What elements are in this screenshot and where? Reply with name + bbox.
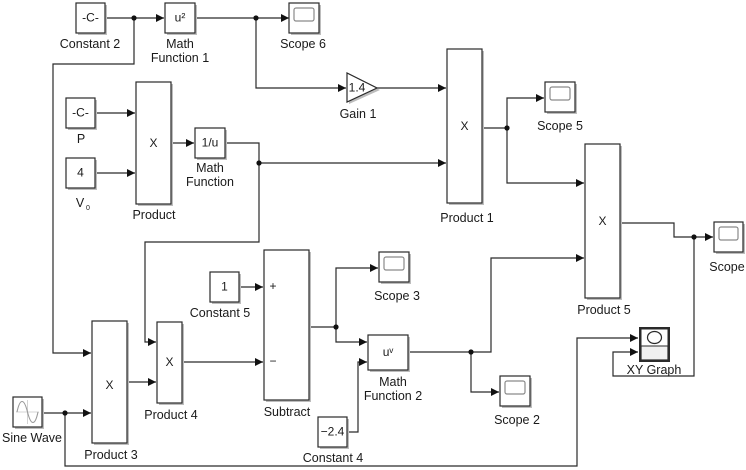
line-mathfunction1-gain1[interactable] (255, 18, 346, 92)
constant2-value: -C- (82, 11, 99, 25)
constant4-block[interactable]: −2.4 Constant 4 (303, 416, 364, 465)
scope5-label: Scope 5 (537, 119, 583, 133)
constant-v0-value: 4 (77, 166, 84, 180)
xy-graph-block[interactable]: XY Graph (627, 327, 682, 377)
branch-point (62, 410, 68, 416)
math-function2-label-line2: Function 2 (364, 389, 422, 403)
line-mathfunction2-product5[interactable] (408, 254, 584, 353)
scope-screen-icon (293, 7, 315, 22)
xy-graph-label: XY Graph (627, 363, 682, 377)
line-product1-scope5[interactable] (481, 94, 544, 129)
xy-graph-icon (646, 330, 663, 345)
scope-screen-icon (549, 86, 571, 101)
scope-block[interactable]: Scope (709, 221, 745, 274)
subtract-minus-port: − (269, 354, 276, 368)
constant-v0-label: V (76, 196, 85, 210)
product-label: Product (132, 208, 176, 222)
line-mathfunction-product1[interactable] (225, 142, 446, 167)
math-function-block[interactable]: 1/u Math Function (186, 127, 234, 189)
line-product5-scope[interactable] (619, 222, 713, 241)
scope6-block[interactable]: Scope 6 (280, 2, 326, 51)
scope-label: Scope (709, 260, 744, 274)
constant-p-value: -C- (72, 106, 89, 120)
constant-p-label: P (77, 132, 85, 146)
line-mathfunction-product4[interactable] (144, 163, 260, 346)
product3-block[interactable]: X Product 3 (84, 320, 138, 462)
scope2-block[interactable]: Scope 2 (494, 375, 540, 427)
branch-point (504, 125, 510, 131)
constant2-block[interactable]: -C- Constant 2 (60, 2, 121, 51)
branch-point (131, 15, 137, 21)
gain1-block[interactable]: 1.4 Gain 1 (340, 72, 380, 121)
product4-block[interactable]: X Product 4 (144, 321, 198, 422)
line-constant2-product3[interactable] (52, 18, 135, 357)
scope2-label: Scope 2 (494, 413, 540, 427)
product-block[interactable]: X Product (132, 81, 176, 222)
product4-glyph: X (165, 355, 173, 369)
math-function-glyph: 1/u (202, 136, 219, 150)
math-function-label-line2: Function (186, 175, 234, 189)
branch-points (62, 15, 697, 416)
branch-point (253, 15, 259, 21)
math-function-label-line1: Math (196, 161, 224, 175)
constant2-label: Constant 2 (60, 37, 121, 51)
constant5-block[interactable]: 1 Constant 5 (190, 271, 251, 320)
math-function1-block[interactable]: u² Math Function 1 (151, 2, 209, 65)
constant5-value: 1 (221, 280, 228, 294)
math-function1-label-line1: Math (166, 37, 194, 51)
product5-block[interactable]: X Product 5 (577, 143, 631, 317)
product1-glyph: X (460, 119, 468, 133)
product1-label: Product 1 (440, 211, 494, 225)
line-constant4-mathfunction2[interactable] (348, 358, 367, 433)
subtract-plus-port: + (269, 279, 276, 293)
branch-point (691, 234, 697, 240)
constant4-label: Constant 4 (303, 451, 364, 465)
math-function1-label-line2: Function 1 (151, 51, 209, 65)
constant-p-block[interactable]: -C- P (65, 97, 97, 146)
product3-glyph: X (105, 378, 113, 392)
math-function2-glyph: uᵛ (383, 345, 394, 359)
constant-v0-subscript: 0 (86, 205, 90, 212)
constant5-label: Constant 5 (190, 306, 251, 320)
line-sinewave-xygraph[interactable] (64, 334, 638, 467)
math-function2-block[interactable]: uᵛ Math Function 2 (364, 334, 422, 403)
scope-screen-icon (383, 256, 405, 271)
math-function1-glyph: u² (175, 11, 186, 25)
scope3-block[interactable]: Scope 3 (374, 251, 420, 303)
branch-point (333, 324, 339, 330)
line-mathfunction2-scope2[interactable] (470, 352, 499, 396)
branch-point (256, 160, 262, 166)
constant-v0-block[interactable]: 4 V 0 (65, 157, 97, 212)
constant4-value: −2.4 (321, 425, 345, 439)
subtract-block[interactable]: + − Subtract (263, 249, 311, 419)
scope6-label: Scope 6 (280, 37, 326, 51)
sine-wave-icon (16, 400, 39, 424)
math-function2-label-line1: Math (379, 375, 407, 389)
line-product1-product5[interactable] (506, 128, 584, 187)
line-product5-xygraph[interactable] (612, 237, 695, 377)
sine-wave-label: Sine Wave (2, 431, 62, 445)
sine-wave-block[interactable]: Sine Wave (2, 396, 62, 445)
scope-screen-icon (504, 380, 526, 395)
signal-lines (43, 14, 713, 467)
product-glyph: X (149, 136, 157, 150)
product3-label: Product 3 (84, 448, 138, 462)
product4-label: Product 4 (144, 408, 198, 422)
scope-screen-icon (718, 226, 739, 241)
gain1-value: 1.4 (349, 81, 366, 95)
scope5-block[interactable]: Scope 5 (537, 81, 583, 133)
branch-point (468, 349, 474, 355)
product5-label: Product 5 (577, 303, 631, 317)
scope3-label: Scope 3 (374, 289, 420, 303)
subtract-label: Subtract (264, 405, 311, 419)
gain1-label: Gain 1 (340, 107, 377, 121)
product1-block[interactable]: X Product 1 (440, 48, 494, 225)
line-subtract-scope3[interactable] (308, 264, 378, 328)
line-subtract-mathfunction2[interactable] (335, 327, 367, 346)
product5-glyph: X (598, 214, 606, 228)
